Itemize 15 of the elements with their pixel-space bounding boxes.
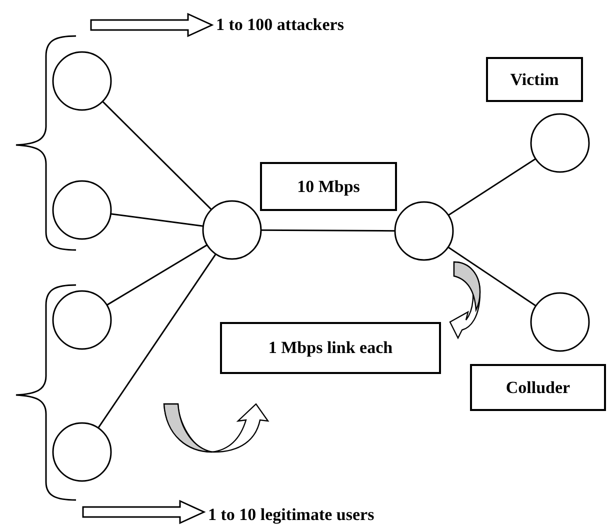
link-line <box>106 244 208 306</box>
block-arrow <box>82 500 206 524</box>
label-box: Colluder <box>470 364 606 411</box>
block-arrow <box>90 12 214 38</box>
label-box: 10 Mbps <box>260 162 397 211</box>
link-line <box>98 254 216 428</box>
link-line <box>261 229 395 232</box>
group-label: 1 to 100 attackers <box>216 12 376 38</box>
link-line <box>110 213 204 227</box>
link-line <box>448 246 536 306</box>
label-box: Victim <box>486 57 583 102</box>
group-label: 1 to 10 legitimate users <box>208 502 408 528</box>
label-box: 1 Mbps link each <box>220 322 441 374</box>
link-line <box>102 100 212 210</box>
link-line <box>448 158 536 216</box>
